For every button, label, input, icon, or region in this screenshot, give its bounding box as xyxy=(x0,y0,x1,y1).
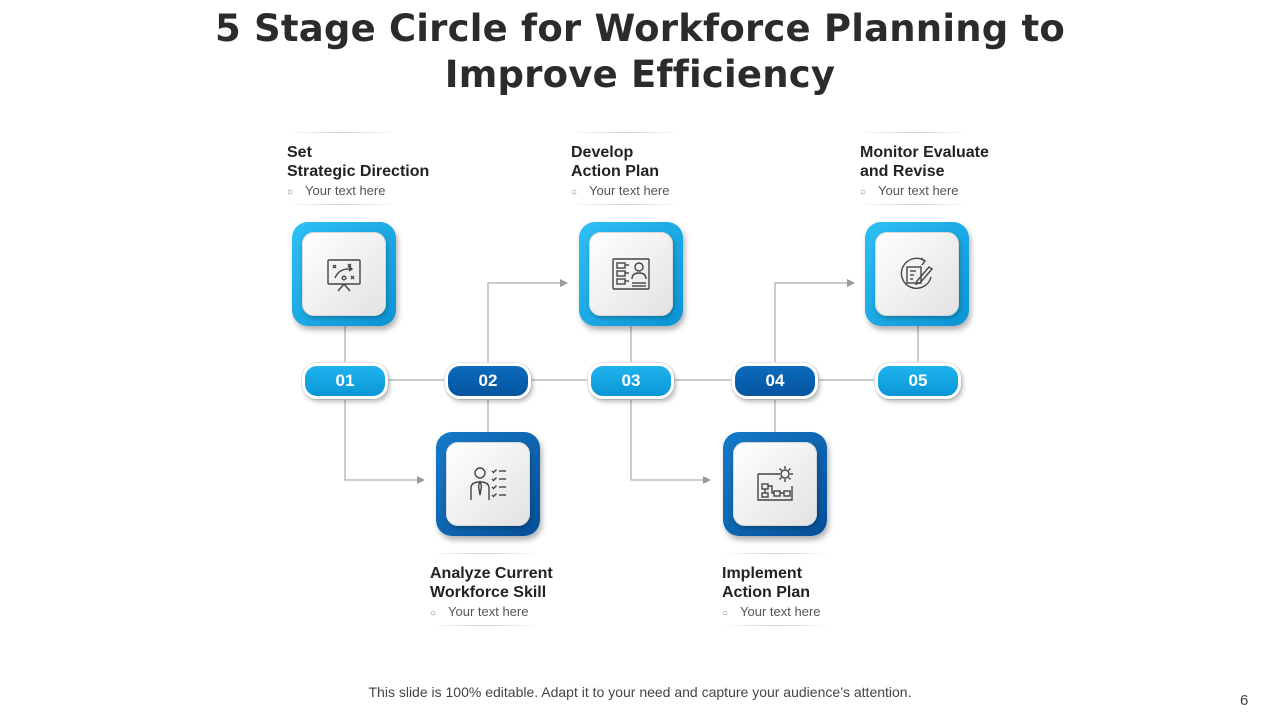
stage-05-pill: 05 xyxy=(875,363,961,399)
connector-03-down xyxy=(630,395,711,484)
title-line-2: Improve Efficiency xyxy=(444,53,836,96)
connector-02-up xyxy=(487,279,568,365)
stage-04-text: Your text here xyxy=(740,604,821,619)
stage-03-pill: 03 xyxy=(588,363,674,399)
stage-02-text: Your text here xyxy=(448,604,529,619)
stage-02-pill: 02 xyxy=(445,363,531,399)
stage-05-tile xyxy=(865,222,969,326)
bullet-icon: ○ xyxy=(430,608,437,619)
stage-02-label: Analyze Current Workforce Skill ○ Your te… xyxy=(430,553,630,626)
bullet-icon: ○ xyxy=(722,608,729,619)
stage-04-title-line1: Implement xyxy=(722,565,803,582)
stage-03-text: Your text here xyxy=(589,183,670,198)
connector-04-up xyxy=(774,279,855,365)
slide-footer: This slide is 100% editable. Adapt it to… xyxy=(368,684,912,700)
stage-04-tile xyxy=(723,432,827,536)
stage-03-tile xyxy=(579,222,683,326)
stage-02-title-line2: Workforce Skill xyxy=(430,584,547,601)
stage-05-label: Monitor Evaluate and Revise ○ Your text h… xyxy=(860,132,1060,205)
stage-03-label: Develop Action Plan ○ Your text here xyxy=(571,132,771,205)
stage-01-pill: 01 xyxy=(302,363,388,399)
stage-03-title-line2: Action Plan xyxy=(571,163,660,180)
stage-04-pill: 04 xyxy=(732,363,818,399)
slide-title: 5 Stage Circle for Workforce Planning to… xyxy=(0,6,1280,98)
stage-01-label: Set Strategic Direction ○ Your text here xyxy=(287,132,487,205)
gear-blueprint-icon xyxy=(757,466,793,501)
title-line-1: 5 Stage Circle for Workforce Planning to xyxy=(214,7,1066,50)
stage-03-title-line1: Develop xyxy=(571,144,634,161)
bullet-icon: ○ xyxy=(860,187,867,198)
action-plan-profile-icon xyxy=(612,258,650,290)
stage-04-label: Implement Action Plan ○ Your text here xyxy=(722,553,922,626)
page-number: 6 xyxy=(1240,692,1249,709)
bullet-icon: ○ xyxy=(571,187,578,198)
stage-01-text: Your text here xyxy=(305,183,386,198)
stage-01-tile xyxy=(292,222,396,326)
edit-review-icon xyxy=(900,257,934,290)
stage-05-title-line1: Monitor Evaluate xyxy=(860,144,989,161)
bullet-icon: ○ xyxy=(287,187,294,198)
stage-01-title-line2: Strategic Direction xyxy=(287,163,430,180)
connector-01-down xyxy=(344,395,425,484)
stage-05-title-line2: and Revise xyxy=(860,163,945,180)
stage-05-text: Your text here xyxy=(878,183,959,198)
stage-02-tile xyxy=(436,432,540,536)
strategy-board-icon xyxy=(327,259,361,292)
stage-01-title-line1: Set xyxy=(287,144,312,161)
stage-04-title-line2: Action Plan xyxy=(722,584,811,601)
stage-02-title-line1: Analyze Current xyxy=(430,565,553,582)
employee-checklist-icon xyxy=(470,467,506,500)
